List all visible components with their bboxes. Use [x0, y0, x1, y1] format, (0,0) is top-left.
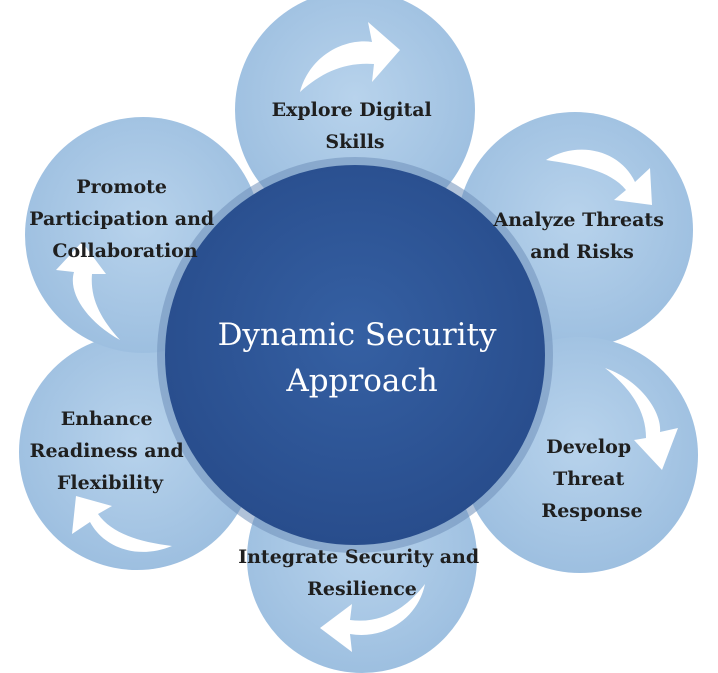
curved-arrow-icon [546, 149, 652, 205]
petal-label-line: Resilience [307, 578, 417, 600]
petal-label-integrate-security-and-resilience: Integrate Security and Resilience [238, 546, 486, 600]
curved-arrow-icon [605, 368, 678, 470]
curved-arrow-icon [56, 242, 120, 340]
petal-label-line: Explore Digital [272, 99, 432, 121]
petal-label-line: and Risks [530, 241, 634, 263]
petal-label-line: Develop [546, 436, 631, 458]
petal-label-line: Participation and [29, 208, 214, 230]
petal-label-line: Response [541, 500, 642, 522]
petal-label-line: Threat [553, 468, 624, 490]
petal-label-line: Flexibility [57, 472, 164, 494]
petal-label-line: Integrate Security and [238, 546, 479, 568]
petal-label-line: Skills [325, 131, 384, 153]
curved-arrow-icon [300, 22, 400, 92]
petal-label-line: Readiness and [30, 440, 184, 462]
petal-label-line: Enhance [61, 408, 153, 430]
center-title-line: Dynamic Security [218, 317, 497, 353]
petal-label-enhance-readiness-and-flexibility: Enhance Readiness and Flexibility [30, 408, 191, 494]
center-circle [165, 165, 545, 545]
center-title: Dynamic Security Approach [218, 317, 507, 399]
center-title-line: Approach [285, 363, 437, 399]
curved-arrow-icon [72, 496, 172, 552]
petal-label-explore-digital-skills: Explore Digital Skills [272, 99, 439, 153]
petal-label-line: Promote [76, 176, 167, 198]
petal-label-develop-threat-response: Develop Threat Response [541, 436, 642, 522]
petal-label-line: Collaboration [52, 240, 197, 262]
petal-label-line: Analyze Threats [492, 209, 663, 231]
petal-label-analyze-threats-and-risks: Analyze Threats and Risks [492, 209, 670, 263]
curved-arrow-icon [320, 584, 425, 652]
petal-label-promote-participation-and-collaboration: Promote Participation and Collaboration [29, 176, 221, 262]
